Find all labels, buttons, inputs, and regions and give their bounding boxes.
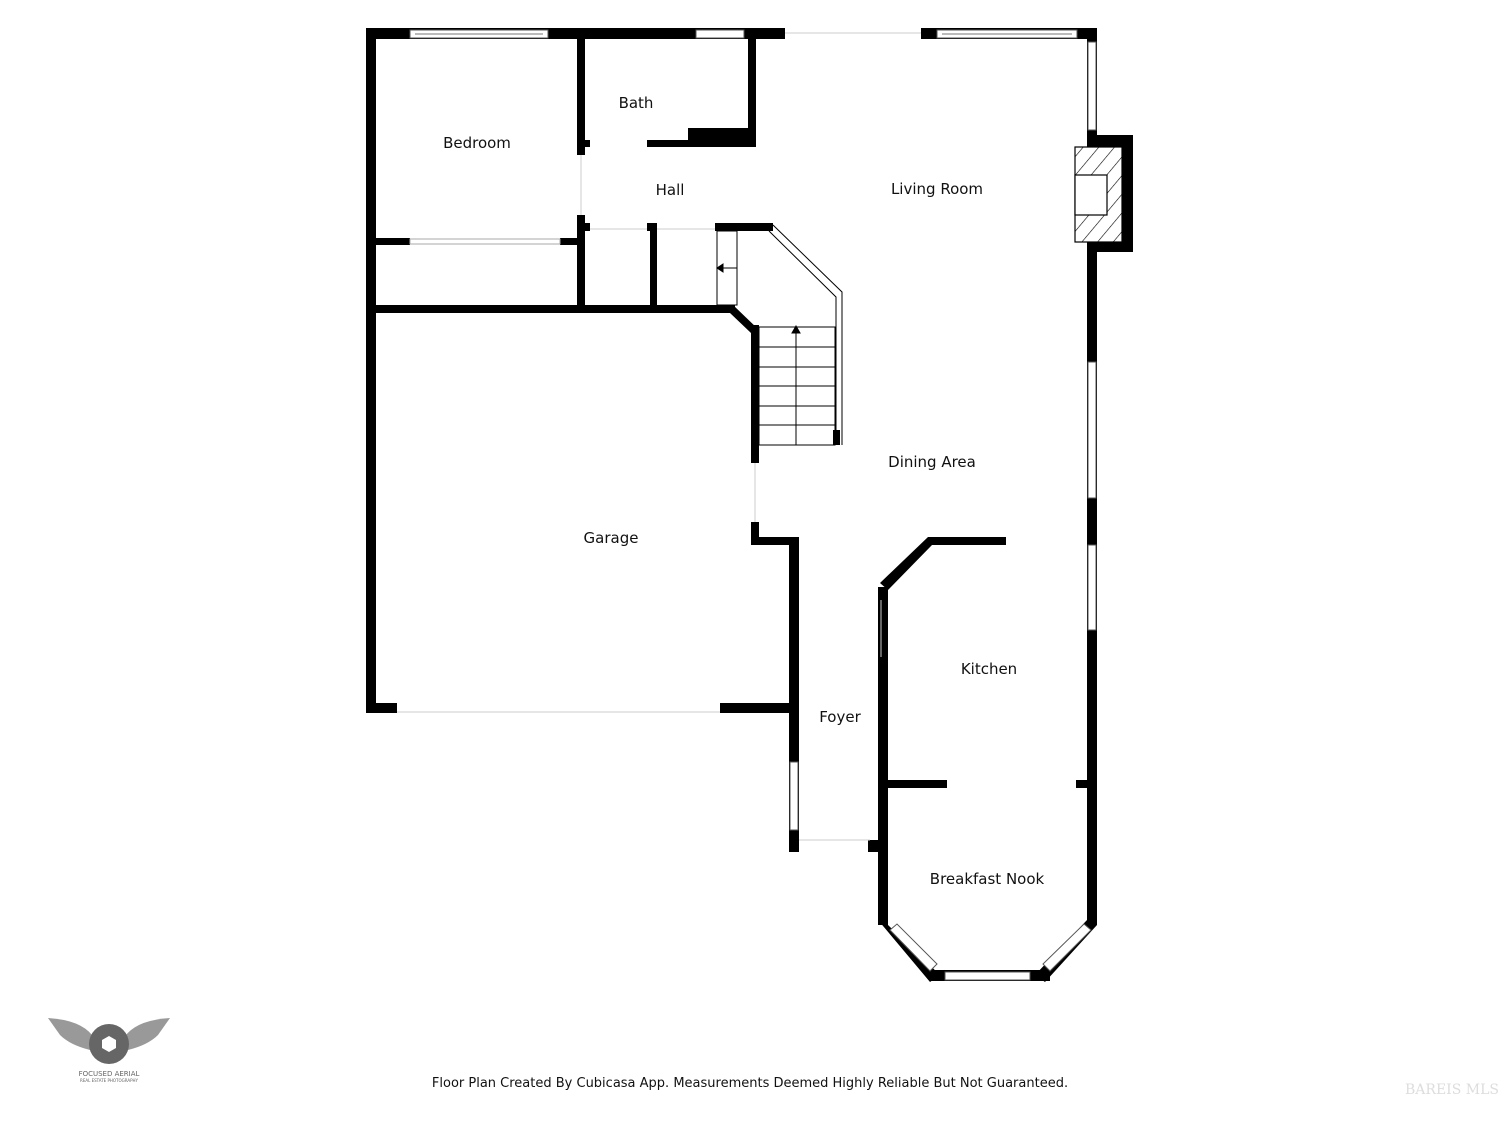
room-label-breakfast-nook: Breakfast Nook bbox=[930, 870, 1045, 888]
windows bbox=[409, 29, 1097, 981]
fireplace bbox=[1074, 146, 1123, 243]
svg-text:FOCUSED AERIAL: FOCUSED AERIAL bbox=[79, 1070, 140, 1078]
openings bbox=[397, 155, 882, 841]
footer-disclaimer: Floor Plan Created By Cubicasa App. Meas… bbox=[431, 1076, 1069, 1091]
room-label-living-room: Living Room bbox=[891, 180, 983, 198]
svg-text:REAL ESTATE PHOTOGRAPHY: REAL ESTATE PHOTOGRAPHY bbox=[80, 1078, 138, 1083]
room-label-foyer: Foyer bbox=[819, 708, 861, 726]
room-label-dining-area: Dining Area bbox=[888, 453, 976, 471]
room-labels: Bedroom Bath Hall Living Room Dining Are… bbox=[443, 94, 1044, 888]
svg-text:BAREIS MLS: BAREIS MLS bbox=[1405, 1082, 1499, 1098]
room-label-garage: Garage bbox=[584, 529, 639, 547]
room-label-hall: Hall bbox=[656, 181, 685, 199]
room-label-bedroom: Bedroom bbox=[443, 134, 511, 152]
room-label-bath: Bath bbox=[619, 94, 654, 112]
mls-logo: BAREIS MLS bbox=[1405, 1082, 1499, 1098]
room-label-kitchen: Kitchen bbox=[961, 660, 1017, 678]
walls bbox=[366, 28, 1133, 982]
stairs bbox=[716, 224, 843, 446]
photographer-logo: FOCUSED AERIAL REAL ESTATE PHOTOGRAPHY bbox=[48, 1018, 170, 1083]
